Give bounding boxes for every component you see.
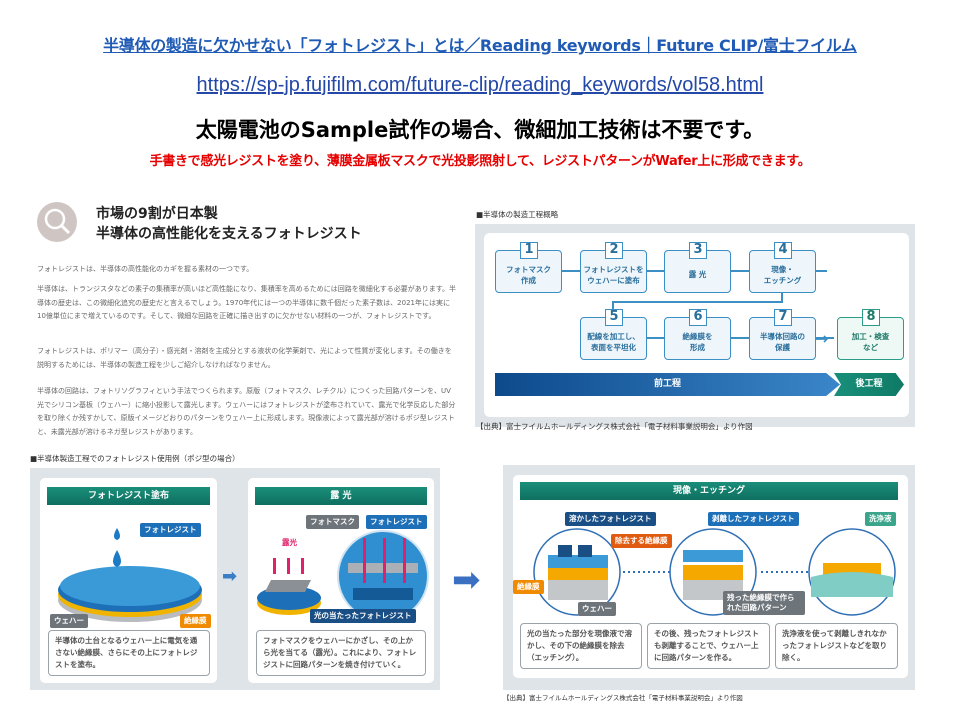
label-dissolved-resist: 溶かしたフォトレジスト — [565, 512, 656, 526]
article-paragraph: フォトレジストは、半導体の高性能化のカギを握る素材の一つです。 — [37, 265, 254, 273]
label-photoresist: フォトレジスト — [366, 515, 427, 529]
article-paragraph: 半導体の回路は、フォトリソグラフィという手法でつくられます。原版（フォトマスク、… — [37, 387, 456, 436]
front-process-bar: 前工程 — [495, 373, 840, 396]
etching-card: 現像・エッチング 溶かしたフォトレジスト 除去する絶縁膜 絶縁膜 ウェハー 剥離… — [513, 475, 908, 678]
coating-card: フォトレジスト塗布 フォトレジスト ウェハー 絶縁膜 半導体の土台となるウェハー… — [40, 478, 217, 683]
label-photoresist: フォトレジスト — [140, 523, 201, 537]
label-removed-insulator: 除去する絶縁膜 — [611, 534, 672, 548]
coating-header: フォトレジスト塗布 — [47, 487, 210, 505]
exposure-illustration — [257, 530, 429, 622]
label-stripped-resist: 剥離したフォトレジスト — [708, 512, 799, 526]
article-heading-1: 市場の9割が日本製 — [96, 206, 218, 222]
label-insulator: 絶縁膜 — [513, 580, 544, 594]
etching-header: 現像・エッチング — [520, 482, 898, 500]
etching-source: 【出典】富士フイルムホールディングス株式会社「電子材料事業説明会」より作図 — [503, 694, 743, 702]
etching-illustration — [533, 528, 896, 616]
exposure-description: フォトマスクをウェハーにかざし、その上から光を当てる（露光）。これにより、フォト… — [256, 630, 426, 676]
label-wafer: ウェハー — [50, 614, 88, 628]
flow-source: 【出典】富士フイルムホールディングス株式会社「電子材料事業説明会」より作図 — [476, 422, 753, 431]
exposure-card: 露 光 フォトマスク フォトレジスト 露光 光の当たったフォトレジスト フォトマ… — [248, 478, 434, 683]
label-photomask: フォトマスク — [306, 515, 359, 529]
label-exposed-resist: 光の当たったフォトレジスト — [310, 609, 416, 623]
etching-description: 洗浄液を使って剥離しきれなかったフォトレジストなどを取り除く。 — [775, 623, 898, 669]
article-paragraph: フォトレジストは、ポリマー（高分子）・感光剤・溶剤を主成分とする液状の化学薬剤で… — [37, 347, 452, 369]
label-wafer: ウェハー — [578, 602, 616, 616]
etching-panel: 現像・エッチング 溶かしたフォトレジスト 除去する絶縁膜 絶縁膜 ウェハー 剥離… — [503, 465, 915, 690]
label-exposure-light: 露光 — [282, 538, 297, 547]
article-url-link[interactable]: https://sp-jp.fujifilm.com/future-clip/r… — [196, 74, 764, 96]
etching-description: その後、残ったフォトレジストも剥離することで、ウェハー上に回路パターンを作る。 — [647, 623, 770, 669]
wafer-illustration — [58, 528, 202, 622]
article-excerpt: 市場の9割が日本製 半導体の高性能化を支えるフォトレジスト フォトレジストは、半… — [30, 195, 460, 440]
flow-caption: ■半導体の製造工程概略 — [476, 210, 559, 219]
article-title-link[interactable]: 半導体の製造に欠かせない「フォトレジスト」とは／Reading keywords… — [103, 36, 857, 55]
usage-caption: ■半導体製造工程でのフォトレジスト使用例（ポジ型の場合） — [30, 454, 240, 463]
slide-note: 手書きで感光レジストを塗り、薄膜金属板マスクで光投影照射して、レジストパターンが… — [149, 154, 811, 169]
slide-heading: 太陽電池のSample試作の場合、微細加工技術は不要です。 — [195, 118, 765, 142]
article-heading-2: 半導体の高性能化を支えるフォトレジスト — [96, 226, 362, 242]
label-insulator: 絶縁膜 — [180, 614, 211, 628]
back-process-bar: 後工程 — [834, 373, 904, 396]
search-key-icon — [37, 202, 77, 242]
arrow-right-icon: → — [815, 329, 829, 348]
article-paragraph: 半導体は、トランジスタなどの素子の集積率が高いほど高性能になり、集積率を高めるた… — [37, 285, 457, 320]
etching-description: 光の当たった部分を現像液で溶かし、その下の絶縁膜を除去（エッチング）。 — [520, 623, 642, 669]
coating-description: 半導体の土台となるウェハー上に電気を通さない絶縁膜、さらにその上にフォトレジスト… — [48, 630, 210, 676]
arrow-right-icon: ➡ — [452, 560, 481, 600]
arrow-right-icon: ➡ — [222, 566, 238, 587]
label-circuit-pattern: 残った絶縁膜で作られた回路パターン — [723, 591, 805, 615]
usage-panel: フォトレジスト塗布 フォトレジスト ウェハー 絶縁膜 半導体の土台となるウェハー… — [30, 468, 440, 690]
label-cleaning-liquid: 洗浄液 — [865, 512, 896, 526]
exposure-header: 露 光 — [255, 487, 427, 505]
